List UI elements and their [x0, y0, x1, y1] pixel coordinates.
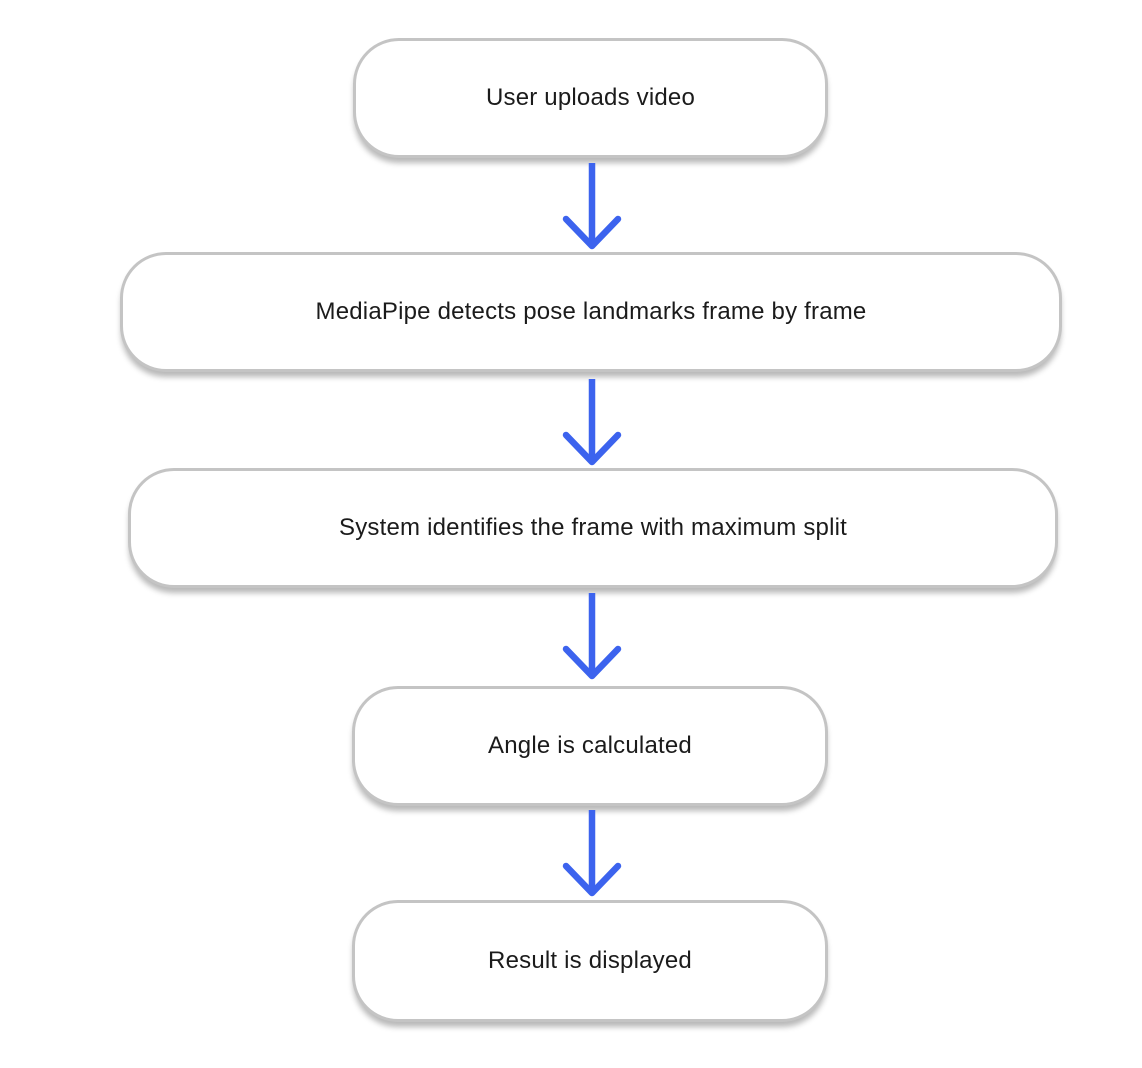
down-arrow-icon	[562, 810, 622, 897]
flow-node-label: System identifies the frame with maximum…	[338, 514, 848, 541]
flow-node-mediapipe-detects: MediaPipe detects pose landmarks frame b…	[120, 252, 1062, 372]
flow-node-result-displayed: Result is displayed	[352, 900, 828, 1022]
flow-node-user-uploads-video: User uploads video	[353, 38, 828, 158]
down-arrow-icon	[562, 379, 622, 466]
flow-node-label: Angle is calculated	[488, 732, 692, 759]
flow-node-label: Result is displayed	[488, 947, 692, 974]
flow-node-system-identifies-frame: System identifies the frame with maximum…	[128, 468, 1058, 588]
down-arrow-icon	[562, 593, 622, 680]
down-arrow-icon	[562, 163, 622, 250]
flow-node-label: MediaPipe detects pose landmarks frame b…	[315, 298, 867, 325]
flow-node-label: User uploads video	[485, 84, 696, 111]
flow-node-angle-calculated: Angle is calculated	[352, 686, 828, 806]
